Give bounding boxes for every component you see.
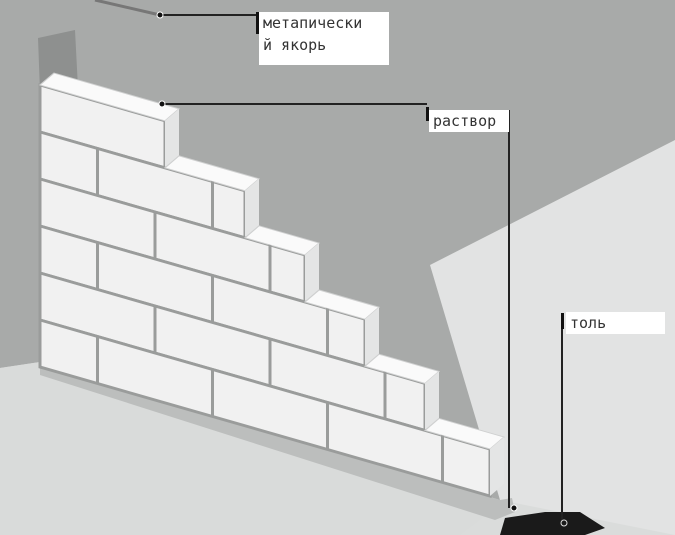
brick-top-face [38,72,181,122]
brick-end-face [245,178,259,238]
mortar-bottom-dot [510,504,518,512]
base-mortar-strip [40,365,515,520]
brick-courses [38,72,506,498]
mortar-label-tick [426,107,429,121]
roofing-felt-label: толь [566,312,665,334]
brick-end-face [165,108,179,168]
metal-anchor [38,30,78,92]
anchor-label: метапически й якорь [259,12,389,65]
felt-pointer-dot [560,519,568,527]
brick-end-face [425,371,439,431]
roofing-felt [500,512,605,535]
mortar-label: раствор [429,110,509,132]
brick-end-face [490,437,504,497]
brick-end-face [365,307,379,367]
anchor-pointer-dot [156,11,164,19]
anchor-label-line2: й якорь [263,36,327,54]
anchor-label-tick [256,12,259,34]
mortar-pointer-dot [158,100,166,108]
floor-front [0,362,500,535]
anchor-wire [94,0,161,17]
anchor-label-line1: метапически [263,14,363,32]
felt-label-tick [561,313,564,329]
brick-end-face [305,243,319,302]
